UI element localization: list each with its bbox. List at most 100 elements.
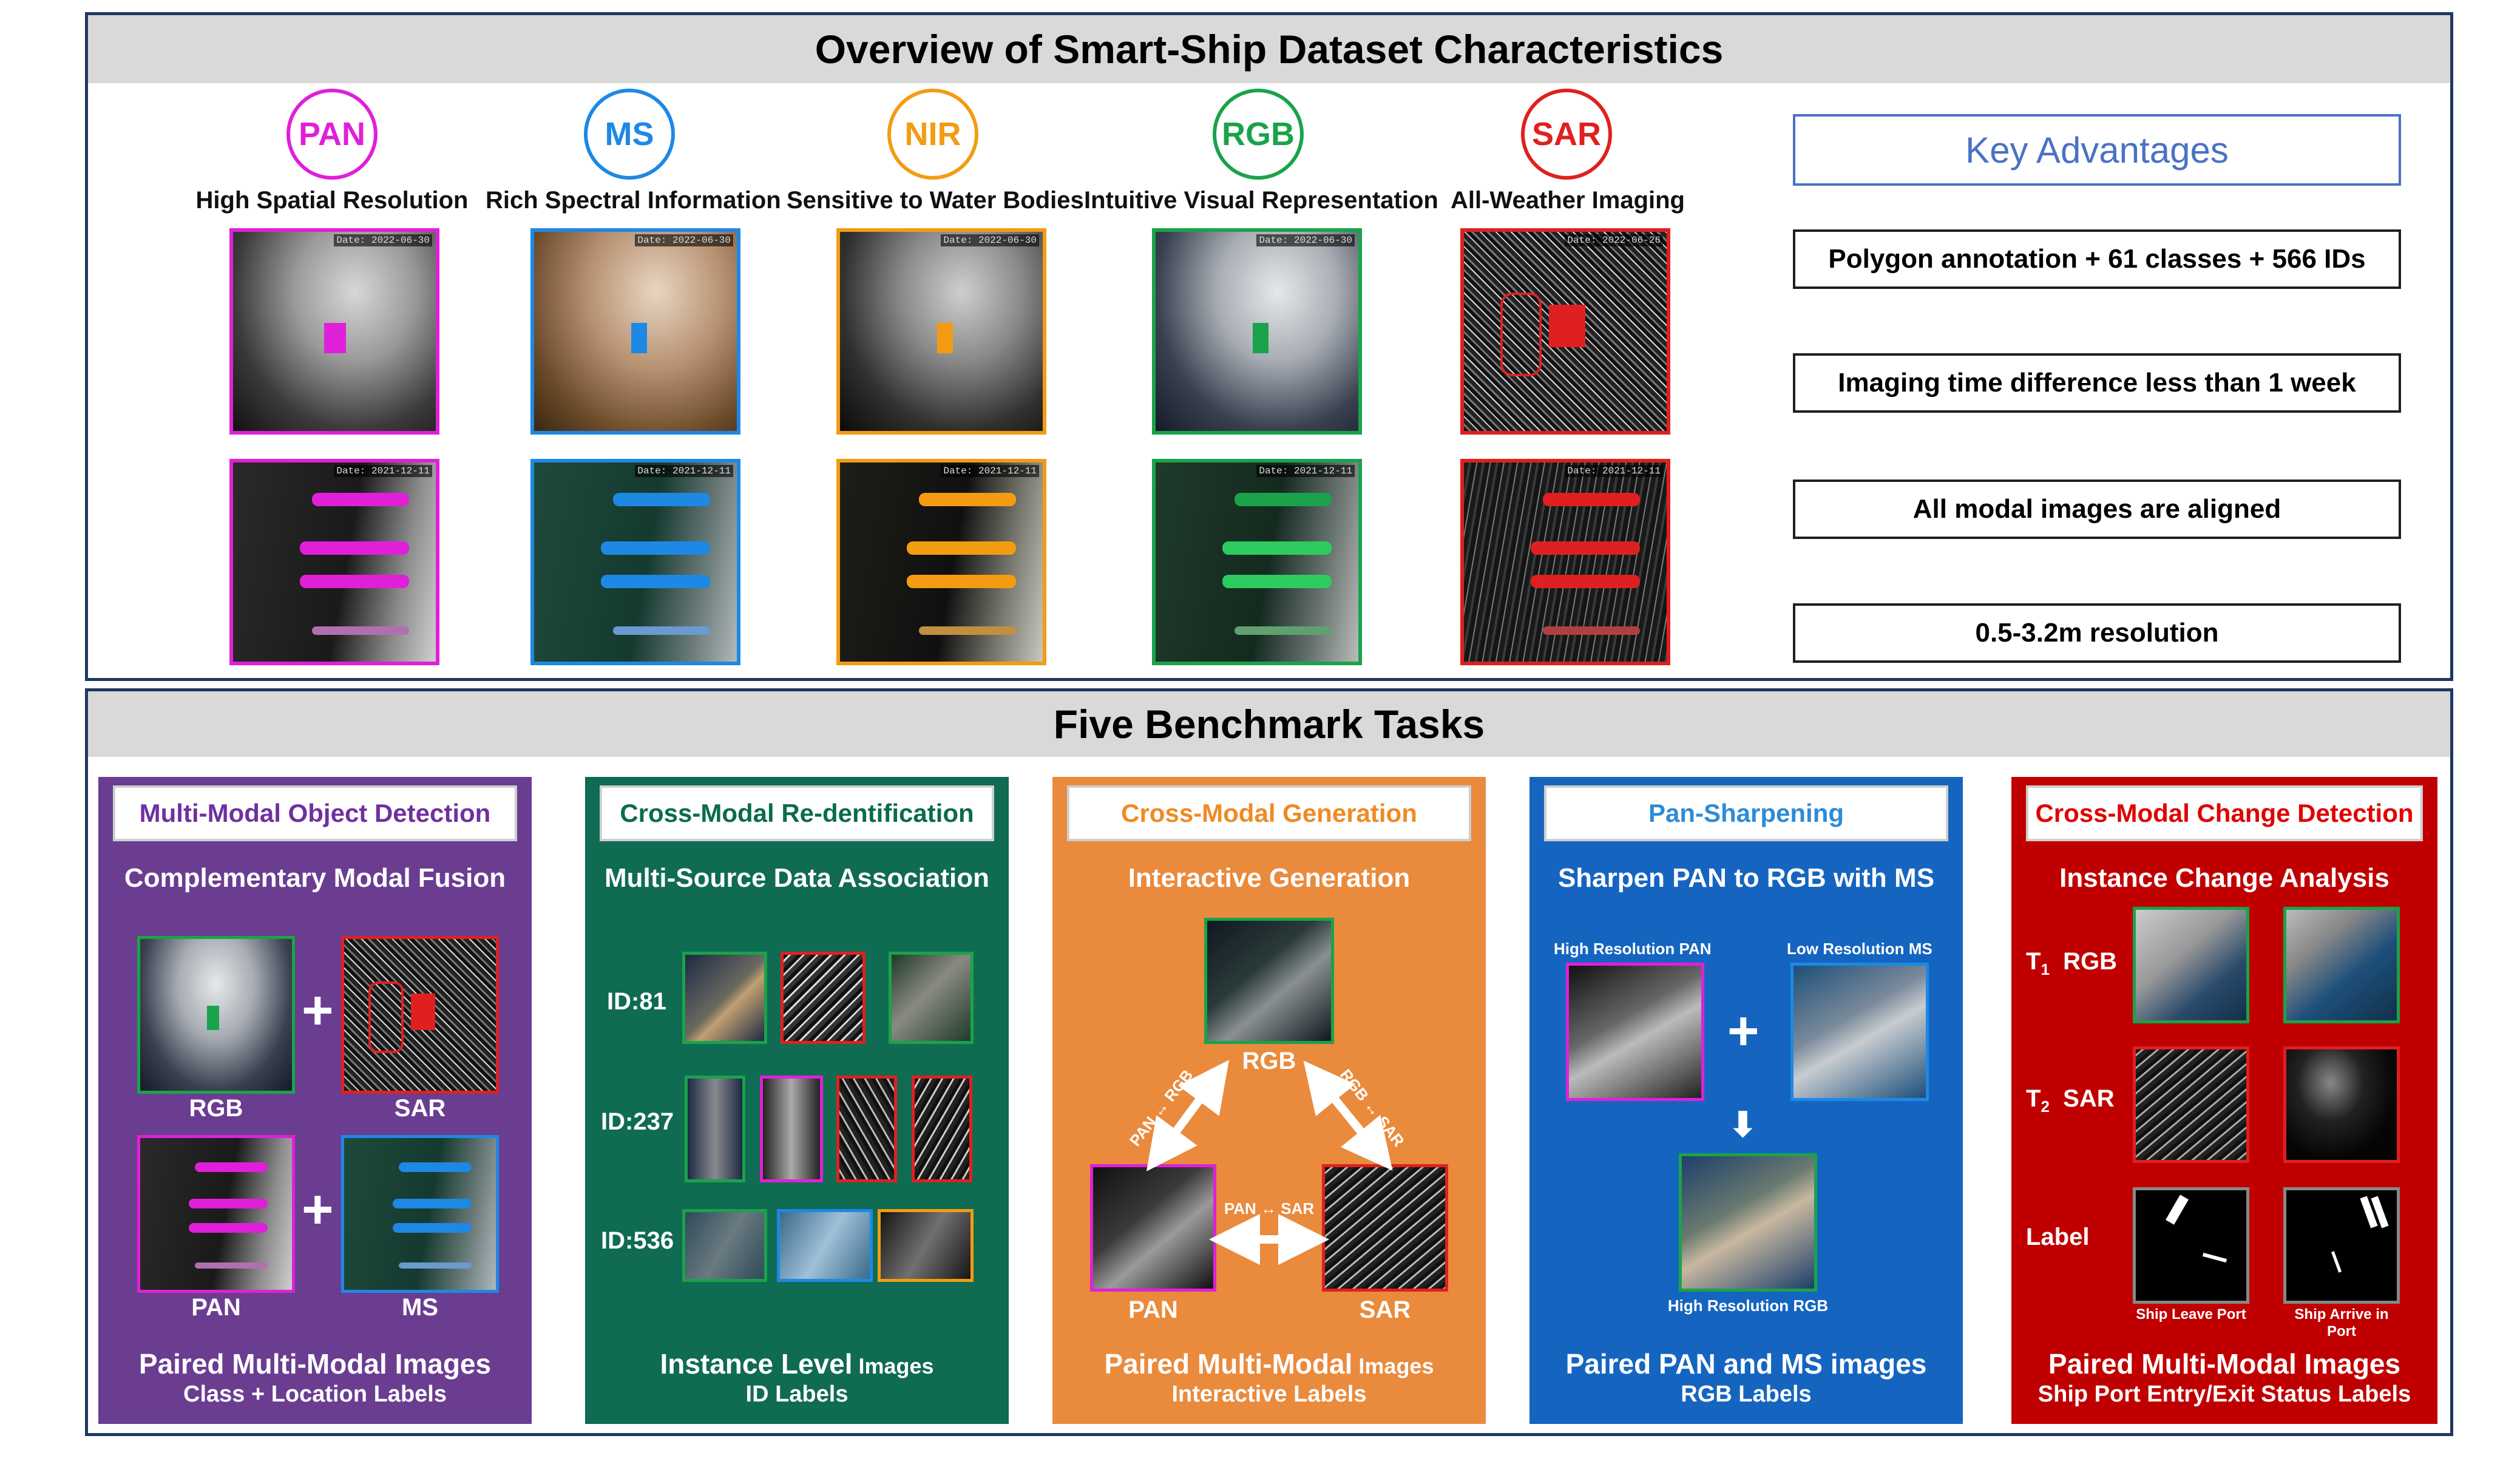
- lr-ms-label: Low Resolution MS: [1787, 940, 1932, 958]
- rgb-image-top: Date: 2022-06-30: [1152, 228, 1362, 435]
- t1-rgb-a: [2133, 907, 2249, 1023]
- rgb-caption: Intuitive Visual Representation: [1084, 187, 1438, 214]
- reid-81-b: [781, 952, 865, 1044]
- task-footer-main: Paired PAN and MS images: [1565, 1348, 1927, 1380]
- sar-thumbnail: [341, 936, 499, 1094]
- ms-label: MS: [402, 1294, 438, 1321]
- pan-sar-arrow-label: PAN ↔ SAR: [1224, 1199, 1315, 1218]
- change-label-a: [2133, 1187, 2249, 1304]
- advantage-aligned: All modal images are aligned: [1793, 480, 2401, 539]
- hr-rgb-label: High Resolution RGB: [1667, 1296, 1829, 1315]
- hr-rgb-thumbnail: [1679, 1153, 1817, 1292]
- task-footer-labels: RGB Labels: [1681, 1381, 1812, 1407]
- pan-rgb-arrow: [1146, 1060, 1230, 1171]
- task-footer-main: Paired Multi-Modal Images: [1052, 1347, 1486, 1380]
- pan-image-top: Date: 2022-06-30: [229, 228, 439, 435]
- plus-icon: +: [302, 1179, 334, 1240]
- rgb-sar-arrow: [1303, 1060, 1393, 1171]
- footer-main-small: Images: [852, 1354, 934, 1378]
- rgb-thumbnail: [137, 936, 295, 1094]
- sar-image-bottom: Date: 2021-12-11: [1460, 459, 1670, 665]
- footer-main-text: Paired Multi-Modal: [1104, 1348, 1353, 1380]
- lr-ms-thumbnail: [1790, 963, 1929, 1101]
- hr-pan-thumbnail: [1566, 963, 1704, 1101]
- pan-caption: High Spatial Resolution: [195, 187, 469, 214]
- ship-arrive-caption: Ship Arrive in Port: [2294, 1306, 2389, 1340]
- reid-81-c: [889, 952, 974, 1044]
- advantage-annotation: Polygon annotation + 61 classes + 566 ID…: [1793, 229, 2401, 289]
- task-footer-main: Paired Multi-Modal Images: [2048, 1348, 2401, 1380]
- task-subtitle: Sharpen PAN to RGB with MS: [1557, 863, 1935, 893]
- nir-caption: Sensitive to Water Bodies: [787, 187, 1084, 214]
- reid-536-b: [777, 1209, 873, 1282]
- sar-image-top: Date: 2022-06-26: [1460, 228, 1670, 435]
- t2-sar-label: T2 SAR: [2026, 1085, 2115, 1116]
- pan-thumbnail: [137, 1135, 295, 1293]
- task-subtitle: Instance Change Analysis: [2059, 863, 2390, 893]
- task-generation: Cross-Modal Generation Interactive Gener…: [1052, 777, 1486, 1424]
- plus-icon: +: [302, 980, 334, 1041]
- task-title: Multi-Modal Object Detection: [113, 785, 517, 841]
- task-footer-labels: Class + Location Labels: [183, 1381, 447, 1407]
- rgb-badge: RGB: [1213, 89, 1304, 180]
- task-footer-labels: Ship Port Entry/Exit Status Labels: [2037, 1381, 2411, 1407]
- sar-thumbnail: [1322, 1164, 1448, 1292]
- ship-leave-caption: Ship Leave Port: [2136, 1306, 2246, 1323]
- reid-536-a: [682, 1209, 767, 1282]
- task-reidentification: Cross-Modal Re-dentification Multi-Sourc…: [585, 777, 1009, 1424]
- pan-label: PAN: [191, 1294, 241, 1321]
- task-title: Pan-Sharpening: [1544, 785, 1948, 841]
- reid-237-a: [685, 1076, 745, 1182]
- id-536-label: ID:536: [601, 1227, 674, 1254]
- rgb-image-bottom: Date: 2021-12-11: [1152, 459, 1362, 665]
- down-arrow-icon: ⬇: [1729, 1105, 1757, 1144]
- generation-arrows: [1146, 1060, 1393, 1265]
- t1-rgb-b: [2283, 907, 2400, 1023]
- task-subtitle: Complementary Modal Fusion: [124, 863, 506, 893]
- reid-237-c: [836, 1076, 897, 1182]
- task-footer-main: Paired Multi-Modal Images: [138, 1348, 492, 1380]
- task-subtitle: Interactive Generation: [1128, 863, 1411, 893]
- key-advantages-title: Key Advantages: [1793, 114, 2401, 186]
- task-title: Cross-Modal Generation: [1067, 785, 1471, 841]
- reid-237-b: [760, 1076, 823, 1182]
- reid-237-d: [912, 1076, 972, 1182]
- ms-badge: MS: [584, 89, 675, 180]
- pan-badge: PAN: [286, 89, 378, 180]
- t2-sar-a: [2133, 1046, 2249, 1163]
- rgb-label: RGB: [189, 1095, 243, 1122]
- label-row-label: Label: [2026, 1224, 2090, 1250]
- task-subtitle: Multi-Source Data Association: [604, 863, 990, 893]
- advantage-imaging-time: Imaging time difference less than 1 week: [1793, 353, 2401, 413]
- t1-rgb-label: T1 RGB: [2026, 948, 2118, 978]
- hr-pan-label: High Resolution PAN: [1554, 940, 1712, 958]
- sar-label: SAR: [394, 1095, 446, 1122]
- ms-image-bottom: Date: 2021-12-11: [530, 459, 740, 665]
- task-title: Cross-Modal Re-dentification: [600, 785, 994, 841]
- task-change-detection: Cross-Modal Change Detection Instance Ch…: [2011, 777, 2437, 1424]
- task-title: Cross-Modal Change Detection: [2026, 785, 2423, 841]
- footer-main-small: Images: [1352, 1354, 1434, 1378]
- task-footer-labels: Interactive Labels: [1171, 1381, 1367, 1407]
- benchmark-title: Five Benchmark Tasks: [88, 691, 2450, 757]
- reid-536-c: [878, 1209, 974, 1282]
- overview-title: Overview of Smart-Ship Dataset Character…: [88, 15, 2450, 83]
- footer-main-text: Instance Level: [660, 1348, 853, 1380]
- id-237-label: ID:237: [601, 1108, 674, 1135]
- rgb-thumbnail: [1204, 918, 1334, 1044]
- reid-81-a: [682, 952, 767, 1044]
- change-label-b: [2283, 1187, 2400, 1304]
- pan-label: PAN: [1128, 1296, 1178, 1323]
- rgb-label: RGB: [1242, 1048, 1296, 1074]
- sar-label: SAR: [1359, 1296, 1411, 1323]
- pan-thumbnail: [1090, 1164, 1216, 1292]
- t2-sar-b: [2283, 1046, 2400, 1163]
- id-81-label: ID:81: [607, 988, 666, 1015]
- plus-icon: +: [1727, 1001, 1760, 1062]
- advantage-resolution: 0.5-3.2m resolution: [1793, 603, 2401, 663]
- task-object-detection: Multi-Modal Object Detection Complementa…: [98, 777, 532, 1424]
- nir-image-bottom: Date: 2021-12-11: [836, 459, 1046, 665]
- ms-thumbnail: [341, 1135, 499, 1293]
- sar-caption: All-Weather Imaging: [1451, 187, 1685, 214]
- ms-image-top: Date: 2022-06-30: [530, 228, 740, 435]
